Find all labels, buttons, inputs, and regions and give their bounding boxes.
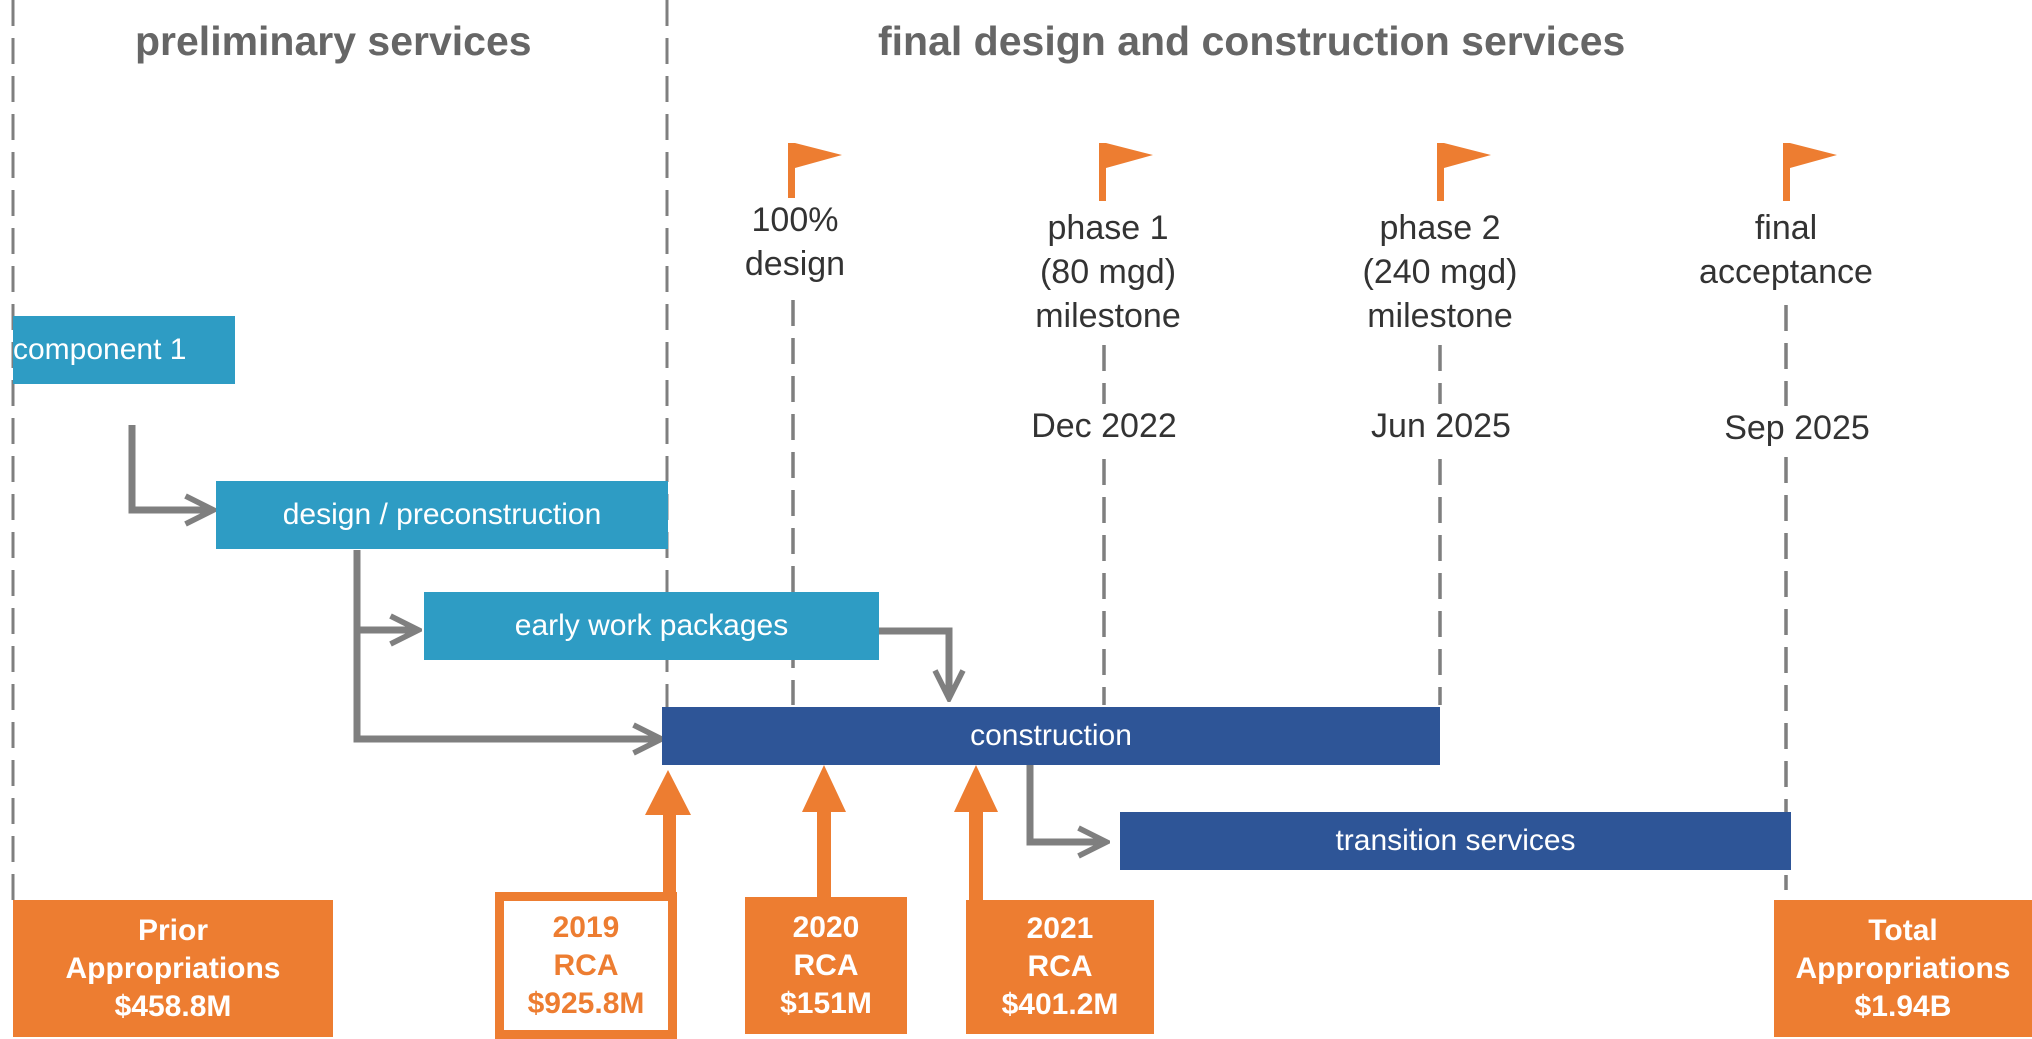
connector-design-to-construction xyxy=(353,630,658,739)
connector-construction-to-transition xyxy=(1026,765,1103,842)
header-preliminary-services: preliminary services xyxy=(135,18,532,64)
milestone-date-phase1: Dec 2022 xyxy=(1014,404,1194,448)
milestone-label-100-design: 100% design xyxy=(733,198,857,286)
bar-early-work-packages: early work packages xyxy=(424,592,879,660)
header-final-design-construction: final design and construction services xyxy=(878,18,1626,64)
bar-transition-services: transition services xyxy=(1120,812,1791,870)
connector-component1-to-design xyxy=(128,425,210,510)
funding-2019-rca: 2019 RCA $925.8M xyxy=(495,892,677,1039)
funding-arrow-2020 xyxy=(802,765,846,900)
funding-2021-rca: 2021 RCA $401.2M xyxy=(966,900,1154,1034)
milestone-date-final: Sep 2025 xyxy=(1707,406,1887,450)
milestone-date-phase2: Jun 2025 xyxy=(1351,404,1531,448)
milestone-label-phase2: phase 2 (240 mgd) milestone xyxy=(1345,206,1535,338)
milestone-label-phase1: phase 1 (80 mgd) milestone xyxy=(1018,206,1198,338)
flag-icon xyxy=(1437,143,1491,201)
funding-arrow-2021 xyxy=(954,765,998,900)
flag-icon xyxy=(1099,143,1153,201)
milestone-label-final-acceptance: final acceptance xyxy=(1686,206,1886,294)
funding-total-appropriations: Total Appropriations $1.94B xyxy=(1774,900,2032,1037)
bar-design-preconstruction: design / preconstruction xyxy=(216,481,668,549)
funding-prior-appropriations: Prior Appropriations $458.8M xyxy=(13,900,333,1037)
flag-icon xyxy=(788,143,842,201)
connector-design-to-early-work xyxy=(353,550,415,630)
funding-arrow-2019 xyxy=(645,770,691,902)
flag-icon xyxy=(1783,143,1837,201)
bar-component-1: component 1 xyxy=(13,316,235,384)
bar-construction: construction xyxy=(662,707,1440,765)
funding-2020-rca: 2020 RCA $151M xyxy=(745,897,907,1034)
connector-early-work-to-construction xyxy=(879,627,949,695)
